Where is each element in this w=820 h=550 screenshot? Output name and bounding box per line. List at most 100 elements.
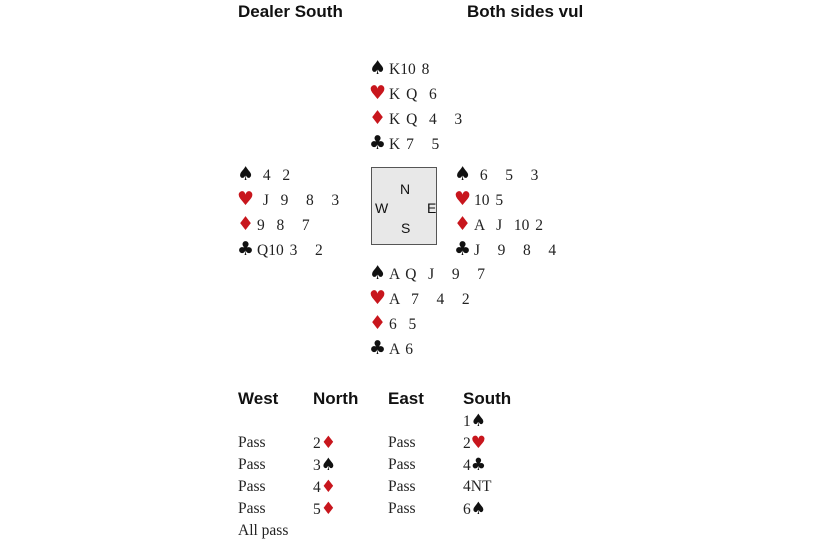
bid-north: 3♠ [313,454,336,476]
north-diamonds-holding: ♦K Q 4 3 [369,106,462,131]
spades-icon: ♠ [470,411,486,431]
cards: K Q 4 3 [389,111,463,128]
bid-text: Pass [388,500,416,517]
cards: 6 5 [389,316,417,333]
diamonds-icon: ♦ [369,107,387,129]
clubs-icon: ♣ [237,238,255,260]
diamonds-icon: ♦ [454,213,472,235]
bid-north: 5♦ [313,498,336,520]
bid-header-west: West [238,389,279,408]
bid-west: Pass [238,454,266,476]
east-spades-holding: ♠ 6 5 3 [454,162,556,187]
south-spades-holding: ♠A Q J 9 7 [369,261,485,286]
bid-north: 4♦ [313,476,336,498]
east-hearts-holding: ♥10 5 [454,187,556,212]
cards: K Q 6 [389,86,437,103]
north-clubs-holding: ♣K 7 5 [369,131,462,156]
bid-south: 4NT [463,476,491,498]
bid-east: Pass [388,454,416,476]
compass-west: W [375,200,389,216]
cards: 10 5 [474,192,504,209]
north-hearts-holding: ♥K Q 6 [369,81,462,106]
bid-west: Pass [238,498,266,520]
bid-west: Pass [238,432,266,454]
diamonds-icon: ♦ [320,499,336,519]
diamonds-icon: ♦ [237,213,255,235]
cards: J 9 8 3 [257,192,340,209]
bid-text: 2 [313,435,321,452]
south-diamonds-holding: ♦6 5 [369,311,485,336]
bid-text: Pass [388,434,416,451]
south-clubs-holding: ♣A 6 [369,336,485,361]
cards: A Q J 9 7 [389,266,485,283]
diamonds-icon: ♦ [320,477,336,497]
bid-text: 4 [463,457,471,474]
spades-icon: ♠ [320,455,336,475]
bid-text: Pass [238,434,266,451]
bid-text: Pass [238,500,266,517]
bid-south: 1♠ [463,410,486,432]
bid-text: Pass [388,478,416,495]
cards: A 7 4 2 [389,291,470,308]
bid-east: Pass [388,498,416,520]
south-hearts-holding: ♥A 7 4 2 [369,286,485,311]
hearts-icon: ♥ [237,188,255,210]
bid-text: 5 [313,501,321,518]
compass-north: N [400,181,411,197]
cards: K10 8 [389,61,430,78]
hearts-icon: ♥ [369,287,387,309]
bid-west: Pass [238,476,266,498]
bid-header-east: East [388,389,424,408]
compass-south: S [401,220,411,236]
hand-south: ♠A Q J 9 7♥A 7 4 2♦6 5♣A 6 [369,261,485,361]
compass-east: E [427,200,437,216]
cards: J 9 8 4 [474,242,557,259]
clubs-icon: ♣ [454,238,472,260]
dealer-label: Dealer South [238,2,343,21]
hearts-icon: ♥ [470,433,486,453]
clubs-icon: ♣ [369,132,387,154]
spades-icon: ♠ [237,163,255,185]
west-diamonds-holding: ♦9 8 7 [237,212,339,237]
bid-east: Pass [388,432,416,454]
bid-text: 4NT [463,478,492,495]
bid-north: 2♦ [313,432,336,454]
bid-south: 6♠ [463,498,486,520]
west-spades-holding: ♠ 4 2 [237,162,339,187]
cards: Q10 3 2 [257,242,323,259]
spades-icon: ♠ [454,163,472,185]
cards: 9 8 7 [257,217,310,234]
clubs-icon: ♣ [369,337,387,359]
north-spades-holding: ♠K10 8 [369,56,462,81]
hand-north: ♠K10 8♥K Q 6♦K Q 4 3♣K 7 5 [369,56,462,156]
bid-south: 2♥ [463,432,486,454]
bid-west: All pass [238,520,288,542]
bid-text: 6 [463,501,471,518]
bid-header-north: North [313,389,359,408]
west-hearts-holding: ♥ J 9 8 3 [237,187,339,212]
bid-text: All pass [238,522,289,539]
hand-west: ♠ 4 2♥ J 9 8 3♦9 8 7♣Q10 3 2 [237,162,339,262]
diamonds-icon: ♦ [369,312,387,334]
bid-text: Pass [238,456,266,473]
cards: A J 10 2 [474,217,543,234]
clubs-icon: ♣ [470,455,486,475]
hearts-icon: ♥ [369,82,387,104]
cards: 6 5 3 [474,167,539,184]
east-clubs-holding: ♣J 9 8 4 [454,237,556,262]
bid-text: Pass [238,478,266,495]
cards: 4 2 [257,167,291,184]
diamonds-icon: ♦ [320,433,336,453]
bid-text: 1 [463,413,471,430]
west-clubs-holding: ♣Q10 3 2 [237,237,339,262]
cards: K 7 5 [389,136,440,153]
vulnerability-label: Both sides vul [467,2,584,21]
cards: A 6 [389,341,413,358]
spades-icon: ♠ [369,57,387,79]
hand-east: ♠ 6 5 3♥10 5♦A J 10 2♣J 9 8 4 [454,162,556,262]
compass-box: N W E S [371,167,437,245]
bid-east: Pass [388,476,416,498]
spades-icon: ♠ [470,499,486,519]
bid-south: 4♣ [463,454,486,476]
bid-text: 2 [463,435,471,452]
